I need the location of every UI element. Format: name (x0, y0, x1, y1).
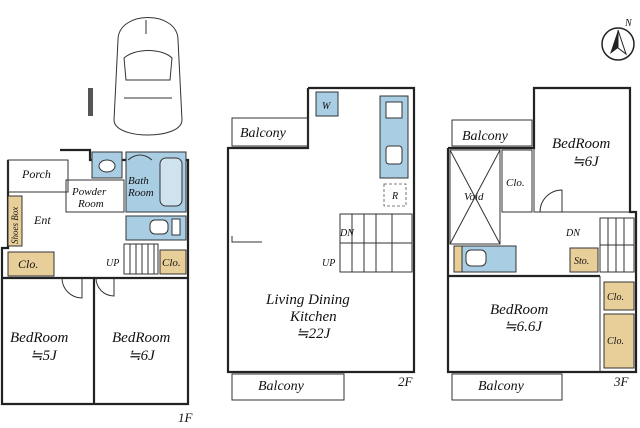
porch-label: Porch (21, 167, 51, 181)
bedroom-1f-left-size: ≒5J (30, 348, 58, 364)
up-label-2f: UP (322, 258, 335, 269)
bedroom-1f-right-size: ≒6J (128, 348, 156, 364)
ldk-label-1: Living Dining (265, 292, 350, 308)
closet-right-label: Clo. (162, 257, 181, 269)
storage-label: Sto. (574, 256, 589, 267)
bedroom-1f-right-name: BedRoom (112, 330, 170, 346)
toilet-icon (149, 219, 169, 235)
balcony-2f-bottom-label: Balcony (258, 379, 305, 394)
bath-room-label-2: Room (127, 187, 154, 199)
bathtub-icon (159, 157, 183, 207)
dn-label-3f: DN (565, 228, 581, 239)
ldk-label-2: Kitchen (289, 309, 337, 325)
void-label: Void (464, 191, 484, 203)
floor-2f (226, 86, 416, 401)
floor-2f-label: 2F (398, 374, 414, 389)
powder-room-label-1: Powder (71, 186, 107, 198)
r-label: R (391, 191, 398, 202)
stairs-2f-icon (339, 213, 413, 273)
bedroom-3f-top-name: BedRoom (552, 136, 610, 152)
ldk-size: ≒22J (296, 326, 332, 342)
bedroom-3f-bottom-name: BedRoom (490, 302, 548, 318)
floor-3f-label: 3F (613, 374, 630, 389)
balcony-3f-top-label: Balcony (462, 129, 509, 144)
balcony-2f-top-label: Balcony (240, 126, 287, 141)
car-outline-icon (88, 17, 183, 136)
washer-icon (315, 91, 339, 117)
bedroom-1f-left-name: BedRoom (10, 330, 68, 346)
w-label: W (322, 101, 332, 112)
stairs-1f-icon (123, 243, 159, 275)
closet-3f-right-a-label: Clo. (607, 292, 624, 303)
compass-north-label: N (624, 18, 633, 29)
balcony-3f-bottom-label: Balcony (478, 379, 525, 394)
dn-label-2f: DN (339, 228, 355, 239)
closet-3f-mid-label: Clo. (506, 177, 525, 189)
closet-left-label: Clo. (18, 257, 38, 271)
powder-room-label-2: Room (77, 198, 104, 210)
floor-3f (446, 86, 638, 401)
floor-1f-label: 1F (178, 410, 194, 425)
stairs-3f-icon (599, 217, 635, 273)
closet-3f-right-b-label: Clo. (607, 336, 624, 347)
bedroom-3f-top-size: ≒6J (572, 154, 600, 170)
compass-icon (601, 27, 635, 61)
floor-1f (0, 148, 190, 406)
bedroom-3f-bottom-size: ≒6.6J (504, 319, 543, 335)
refrigerator-icon (383, 183, 407, 207)
up-label-1f: UP (106, 258, 119, 269)
shoes-box-label: Shoes Box (10, 207, 20, 244)
ent-label: Ent (33, 213, 51, 227)
bath-room-label-1: Bath (128, 175, 149, 187)
toilet-3f-icon (465, 249, 487, 267)
